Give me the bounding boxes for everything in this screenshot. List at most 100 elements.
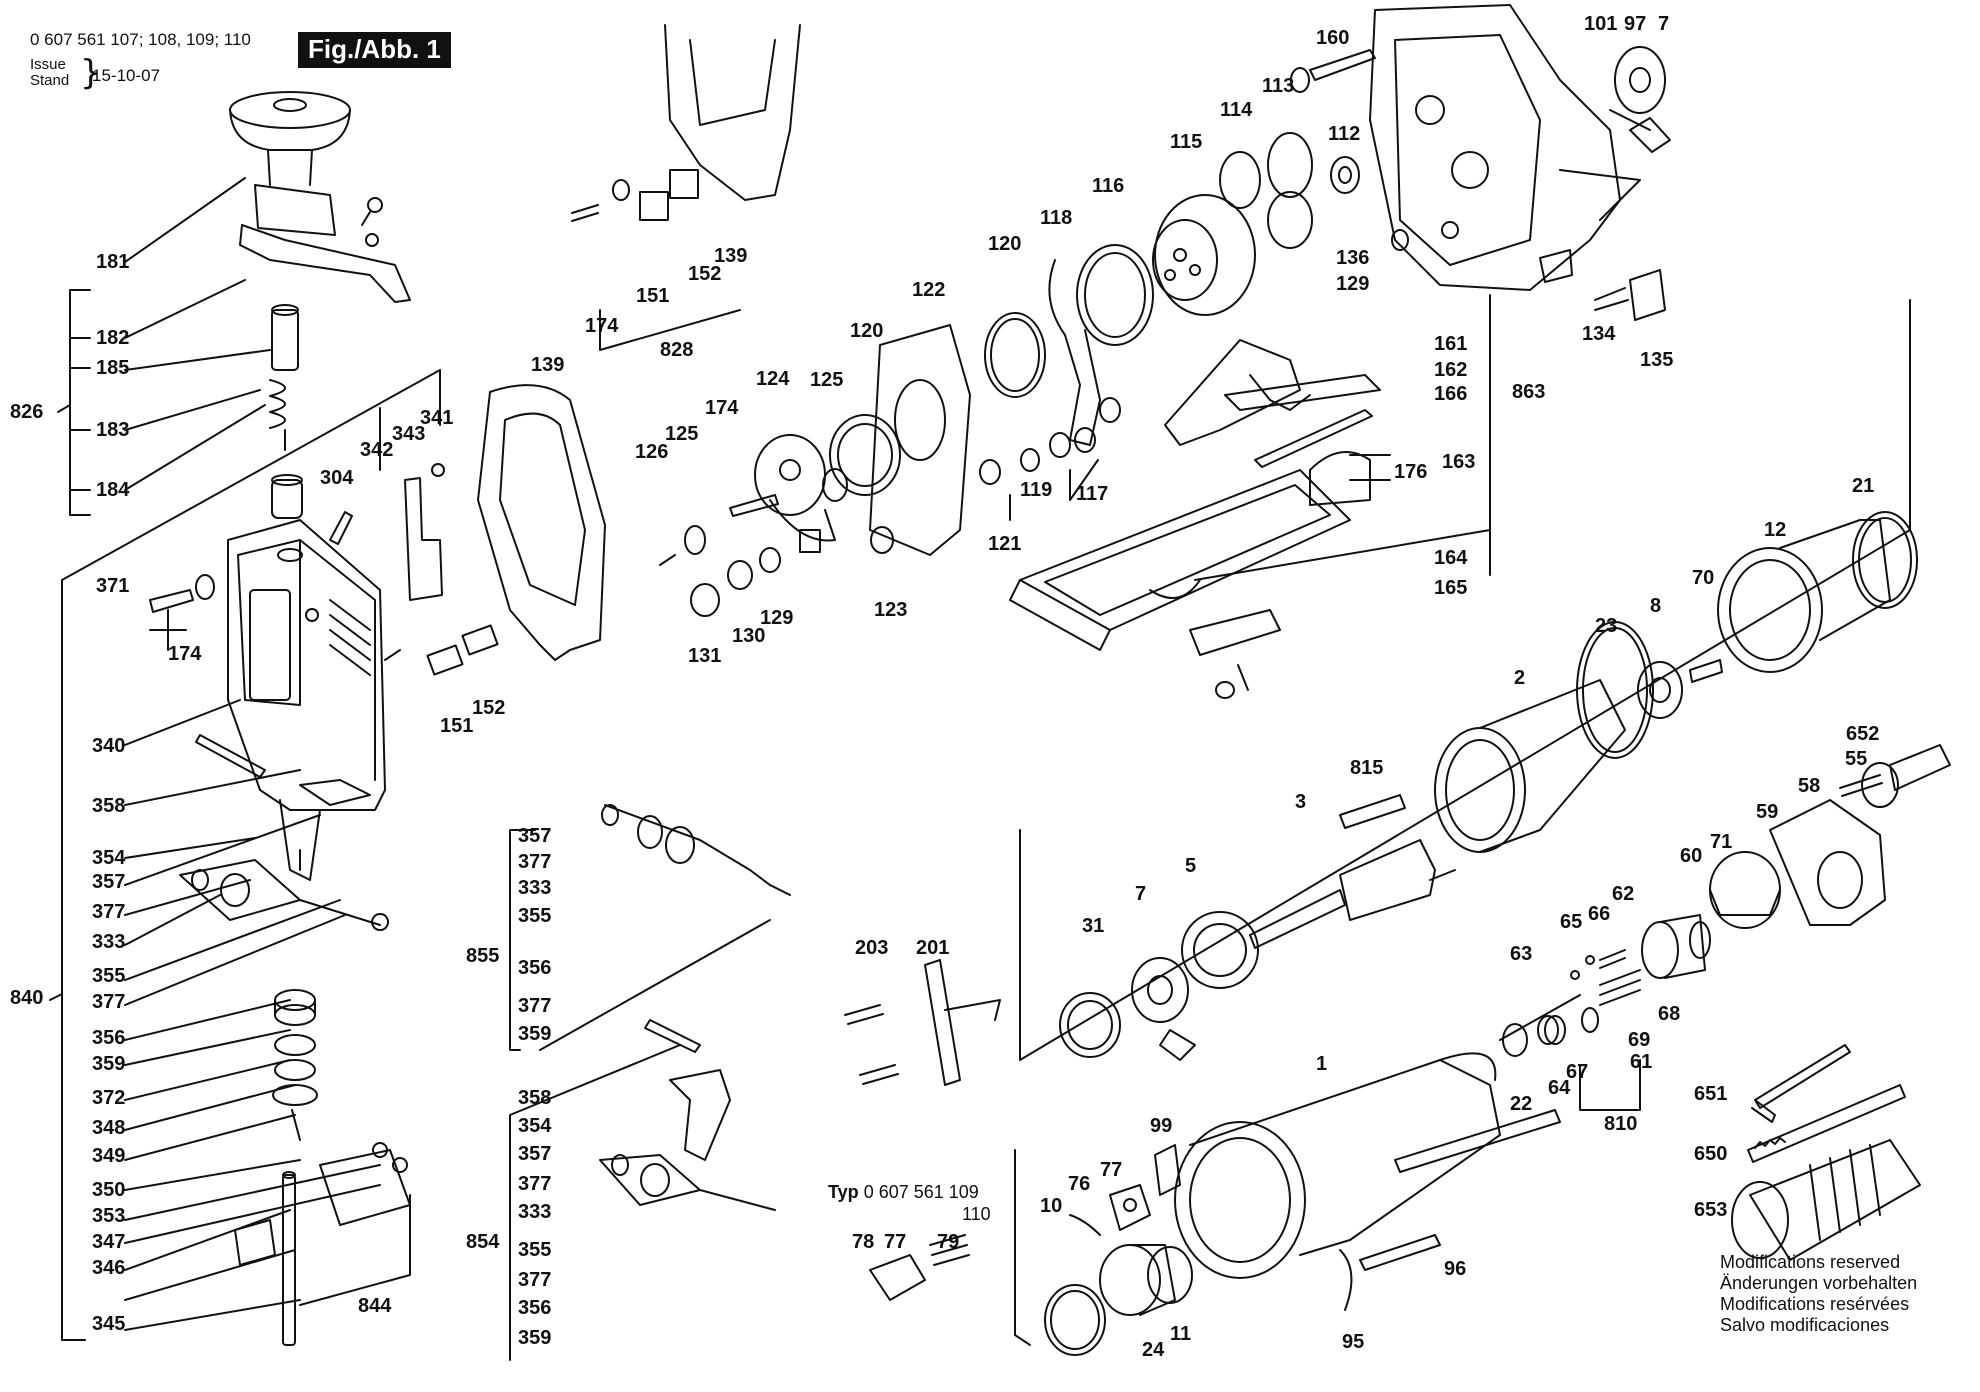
- typ-note: Typ 0 607 561 109: [828, 1182, 979, 1203]
- part-callout-810: 810: [1604, 1113, 1637, 1135]
- typ-number: 0 607 561 109: [863, 1182, 979, 1202]
- part-callout-174: 174: [168, 643, 202, 665]
- part-callout-358: 358: [92, 795, 125, 817]
- part-callout-135: 135: [1640, 349, 1673, 371]
- part-callout-112: 112: [1328, 123, 1360, 145]
- part-58: [1769, 799, 1886, 926]
- part-callout-182: 182: [96, 327, 129, 349]
- part-ring-11: [1147, 1246, 1193, 1304]
- part-callout-333: 333: [92, 931, 125, 953]
- part-callout-24: 24: [1142, 1339, 1165, 1361]
- part-callout-65: 65: [1560, 911, 1582, 933]
- part-rollers-113-114: [1219, 132, 1313, 249]
- part-callout-151: 151: [440, 715, 473, 737]
- part-callout-341: 341: [420, 407, 453, 429]
- part-62-69: [1499, 949, 1641, 1045]
- part-rod-345: [282, 1171, 296, 1346]
- leader-855: [539, 919, 771, 1051]
- part-callout-349: 349: [92, 1145, 125, 1167]
- part-callout-131: 131: [688, 645, 721, 667]
- part-callout-96: 96: [1444, 1258, 1466, 1280]
- part-callout-31: 31: [1082, 915, 1104, 937]
- part-callout-62: 62: [1612, 883, 1634, 905]
- part-callout-345: 345: [92, 1313, 125, 1335]
- part-collar-12: [1717, 519, 1891, 673]
- part-callout-166: 166: [1434, 383, 1467, 405]
- part-callout-126: 126: [635, 441, 668, 463]
- part-201: [924, 959, 1001, 1086]
- part-screw-174-left: [149, 574, 215, 613]
- part-gear-115: [1152, 194, 1256, 316]
- part-callout-815: 815: [1350, 757, 1383, 779]
- frame-motor: [1019, 299, 1911, 1061]
- part-callout-359: 359: [92, 1053, 125, 1075]
- part-brush-typ: [869, 1234, 970, 1301]
- part-callout-346: 346: [92, 1257, 125, 1279]
- bracket-840: [49, 369, 441, 1341]
- part-callout-76: 76: [1068, 1173, 1090, 1195]
- part-callout-828: 828: [660, 339, 693, 361]
- part-callout-176: 176: [1394, 461, 1427, 483]
- part-callout-116: 116: [1092, 175, 1124, 197]
- part-callout-61: 61: [1630, 1051, 1652, 1073]
- part-callout-340: 340: [92, 735, 125, 757]
- part-55: [1839, 774, 1883, 797]
- part-callout-122: 122: [912, 279, 945, 301]
- part-callout-152: 152: [472, 697, 505, 719]
- part-callout-377: 377: [92, 991, 125, 1013]
- part-blade-650: [1747, 1084, 1906, 1163]
- part-brushholder-77: [1109, 1184, 1151, 1231]
- issue-stand-labels: Issue Stand: [30, 57, 69, 89]
- issue-date: 15-10-07: [92, 66, 161, 85]
- part-key-166: [1254, 409, 1373, 468]
- typ-variant: 110: [962, 1204, 991, 1224]
- part-callout-181: 181: [96, 251, 129, 273]
- part-plate-122: [869, 324, 971, 556]
- part-callout-162: 162: [1434, 359, 1467, 381]
- part-callout-101: 101: [1584, 13, 1617, 35]
- part-lever-854: [599, 1019, 776, 1211]
- part-callout-70: 70: [1692, 567, 1714, 589]
- part-shoe-164: [1009, 469, 1351, 651]
- part-95: [1339, 1249, 1353, 1311]
- part-screw-182: [361, 197, 383, 247]
- part-screw-165: [1215, 664, 1249, 699]
- part-callout-203: 203: [855, 937, 888, 959]
- part-pads-151-152: [426, 624, 499, 676]
- part-callout-7: 7: [1135, 883, 1146, 905]
- part-callout-653: 653: [1694, 1199, 1727, 1221]
- part-callout-353: 353: [92, 1205, 125, 1227]
- part-callout-71: 71: [1710, 831, 1732, 853]
- part-callout-844: 844: [358, 1295, 392, 1317]
- part-callout-347: 347: [92, 1231, 125, 1253]
- part-plate-353: [319, 1142, 411, 1226]
- bracket-863: [1194, 294, 1491, 581]
- part-callout-826: 826: [10, 401, 43, 423]
- part-callout-60: 60: [1680, 845, 1702, 867]
- part-callout-117: 117: [1076, 483, 1108, 505]
- part-callout-174: 174: [585, 315, 619, 337]
- part-callout-78: 78: [852, 1231, 874, 1253]
- part-screw-160: [1290, 49, 1376, 93]
- part-callout-355: 355: [518, 1239, 551, 1261]
- part-knob-181: [229, 91, 411, 303]
- part-callout-114: 114: [1220, 99, 1253, 121]
- part-callout-125: 125: [665, 423, 698, 445]
- part-callout-22: 22: [1510, 1093, 1532, 1115]
- part-callout-21: 21: [1852, 475, 1874, 497]
- part-clip-176: [1309, 451, 1371, 506]
- part-bearing-7-top: [1614, 46, 1671, 153]
- part-screw-70: [1689, 659, 1723, 683]
- part-callout-163: 163: [1442, 451, 1475, 473]
- part-bearing-333: [179, 859, 389, 931]
- part-ring-10: [1044, 1284, 1106, 1356]
- part-callout-863: 863: [1512, 381, 1545, 403]
- part-callout-119: 119: [1020, 479, 1052, 501]
- part-callout-5: 5: [1185, 855, 1196, 877]
- part-callout-350: 350: [92, 1179, 125, 1201]
- part-callout-136: 136: [1336, 247, 1369, 269]
- part-callout-840: 840: [10, 987, 43, 1009]
- part-callout-129: 129: [1336, 273, 1369, 295]
- part-callout-377: 377: [92, 901, 125, 923]
